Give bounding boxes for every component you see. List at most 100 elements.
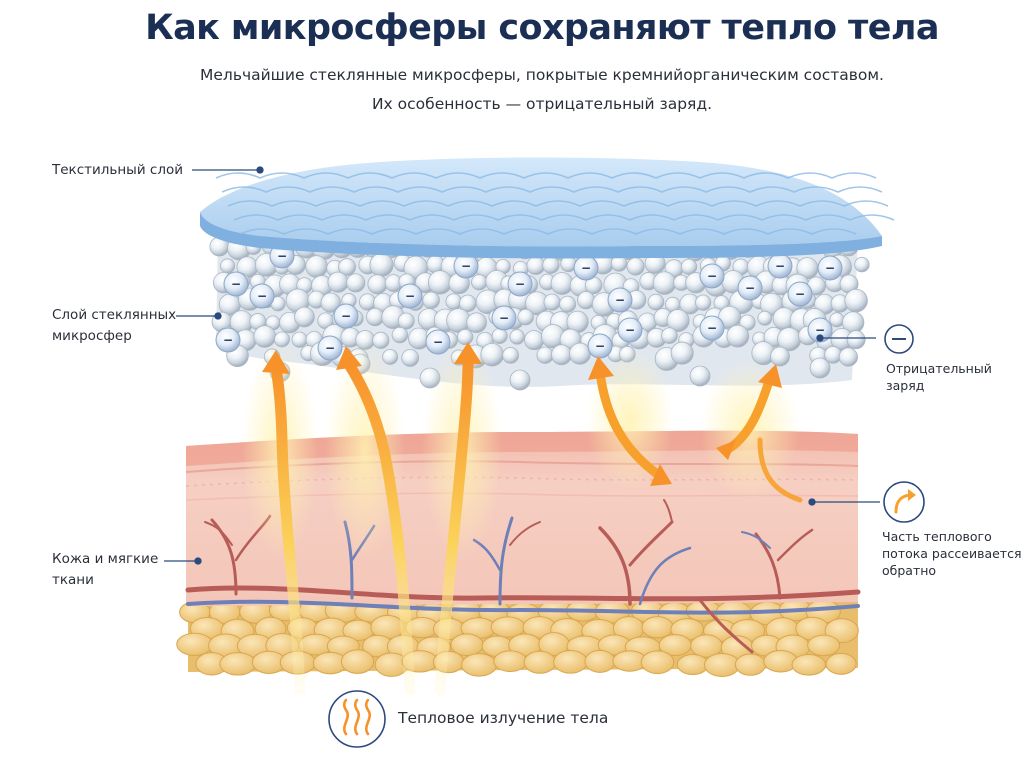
microsphere bbox=[372, 331, 390, 349]
microsphere bbox=[369, 252, 394, 277]
microsphere bbox=[346, 273, 366, 293]
charge-sign: − bbox=[625, 323, 635, 337]
label-textile-layer: Текстильный слой bbox=[52, 162, 183, 178]
fat-cell bbox=[493, 650, 528, 673]
fat-cell bbox=[825, 652, 857, 675]
charge-sign: − bbox=[461, 259, 471, 273]
heat-arrow-1 bbox=[270, 362, 306, 696]
charged-microsphere: − bbox=[817, 255, 843, 281]
microsphere bbox=[670, 341, 694, 365]
charged-microsphere: − bbox=[333, 303, 359, 329]
microsphere bbox=[846, 330, 866, 350]
charge-sign: − bbox=[277, 249, 287, 263]
microsphere bbox=[327, 271, 349, 293]
fat-cell bbox=[176, 632, 214, 656]
page-title: Как микросферы сохраняют тепло тела bbox=[145, 8, 939, 48]
charged-microsphere: − bbox=[587, 333, 613, 359]
charge-sign: − bbox=[745, 281, 755, 295]
microsphere bbox=[517, 308, 534, 326]
fat-cell bbox=[824, 618, 859, 644]
label-negative-charge: Отрицательный заряд bbox=[886, 360, 992, 394]
fat-cell bbox=[641, 616, 674, 639]
fat-cell bbox=[676, 653, 709, 676]
microsphere bbox=[526, 256, 546, 275]
quilt-line bbox=[221, 186, 883, 193]
fat-cell bbox=[553, 650, 588, 674]
charged-microsphere: − bbox=[491, 305, 517, 331]
charged-microsphere: − bbox=[607, 287, 633, 313]
microsphere bbox=[220, 258, 236, 274]
label-skin-line-2: ткани bbox=[52, 572, 94, 588]
microsphere bbox=[509, 329, 525, 345]
fat-cell bbox=[807, 634, 841, 657]
microsphere bbox=[427, 270, 453, 295]
microsphere bbox=[294, 306, 315, 328]
charge-sign: − bbox=[223, 333, 233, 347]
charged-microsphere: − bbox=[737, 275, 763, 301]
label-body-radiation: Тепловое излучение тела bbox=[398, 709, 609, 727]
charged-microsphere: − bbox=[215, 327, 241, 353]
leader-lines bbox=[164, 166, 880, 565]
label-scatter-line-2: потока рассеивается bbox=[882, 546, 1022, 561]
microsphere bbox=[397, 312, 415, 330]
charge-sign: − bbox=[231, 277, 241, 291]
fat-cell bbox=[704, 652, 741, 677]
microsphere bbox=[365, 307, 385, 327]
label-heat-scatter: Часть теплового потока рассеивается обра… bbox=[882, 528, 1021, 579]
label-microsphere-line-2: микросфер bbox=[52, 328, 132, 344]
charge-sign: − bbox=[581, 261, 591, 275]
charge-sign: − bbox=[595, 339, 605, 353]
charged-microsphere: − bbox=[425, 329, 451, 355]
charge-sign: − bbox=[775, 259, 785, 273]
label-skin-line-1: Кожа и мягкие bbox=[52, 551, 159, 567]
heat-arrow-3 bbox=[434, 356, 474, 696]
charge-sign: − bbox=[325, 341, 335, 355]
label-charge-line-1: Отрицательный bbox=[886, 361, 992, 376]
charged-microsphere: − bbox=[767, 253, 793, 279]
microsphere bbox=[809, 357, 831, 379]
charged-microsphere: − bbox=[397, 283, 423, 309]
charged-microsphere: − bbox=[249, 283, 275, 309]
fat-cell bbox=[523, 650, 557, 674]
microsphere bbox=[647, 293, 665, 311]
fat-cell bbox=[791, 654, 827, 676]
microsphere bbox=[661, 327, 678, 344]
charge-sign: − bbox=[707, 321, 717, 335]
charge-sign: − bbox=[405, 289, 415, 303]
microsphere bbox=[367, 274, 388, 295]
microsphere bbox=[509, 369, 531, 391]
microsphere bbox=[466, 312, 487, 334]
microsphere bbox=[726, 324, 750, 348]
microsphere bbox=[829, 312, 845, 328]
charged-microsphere: − bbox=[699, 263, 725, 289]
microsphere bbox=[338, 258, 356, 276]
microsphere bbox=[542, 256, 560, 274]
quilt-line bbox=[239, 228, 857, 235]
heat-glows bbox=[242, 340, 800, 560]
scatter-tail bbox=[757, 437, 803, 503]
microsphere bbox=[305, 255, 328, 278]
charged-microsphere: − bbox=[317, 335, 343, 361]
microsphere bbox=[536, 346, 554, 364]
microsphere bbox=[568, 342, 591, 365]
microsphere bbox=[559, 295, 577, 313]
curved-arrow-icon bbox=[883, 481, 925, 523]
charge-sign: − bbox=[257, 289, 267, 303]
subtitle-line-2: Их особенность — отрицательный заряд. bbox=[371, 95, 713, 113]
microsphere bbox=[689, 365, 711, 387]
microsphere bbox=[770, 346, 790, 367]
arrow-heads bbox=[262, 342, 782, 486]
microsphere bbox=[695, 294, 712, 311]
microsphere bbox=[652, 271, 677, 295]
microsphere bbox=[401, 348, 420, 367]
microsphere bbox=[838, 347, 858, 367]
microsphere bbox=[320, 292, 341, 313]
charged-microsphere: − bbox=[699, 315, 725, 341]
fat-cell bbox=[584, 649, 616, 673]
microsphere bbox=[422, 291, 440, 310]
microsphere bbox=[854, 256, 870, 273]
charge-sign: − bbox=[433, 335, 443, 349]
label-scatter-line-3: обратно bbox=[882, 563, 937, 578]
charge-sign: − bbox=[707, 269, 717, 283]
subtitle-line-1: Мельчайшие стеклянные микросферы, покрыт… bbox=[200, 66, 884, 84]
